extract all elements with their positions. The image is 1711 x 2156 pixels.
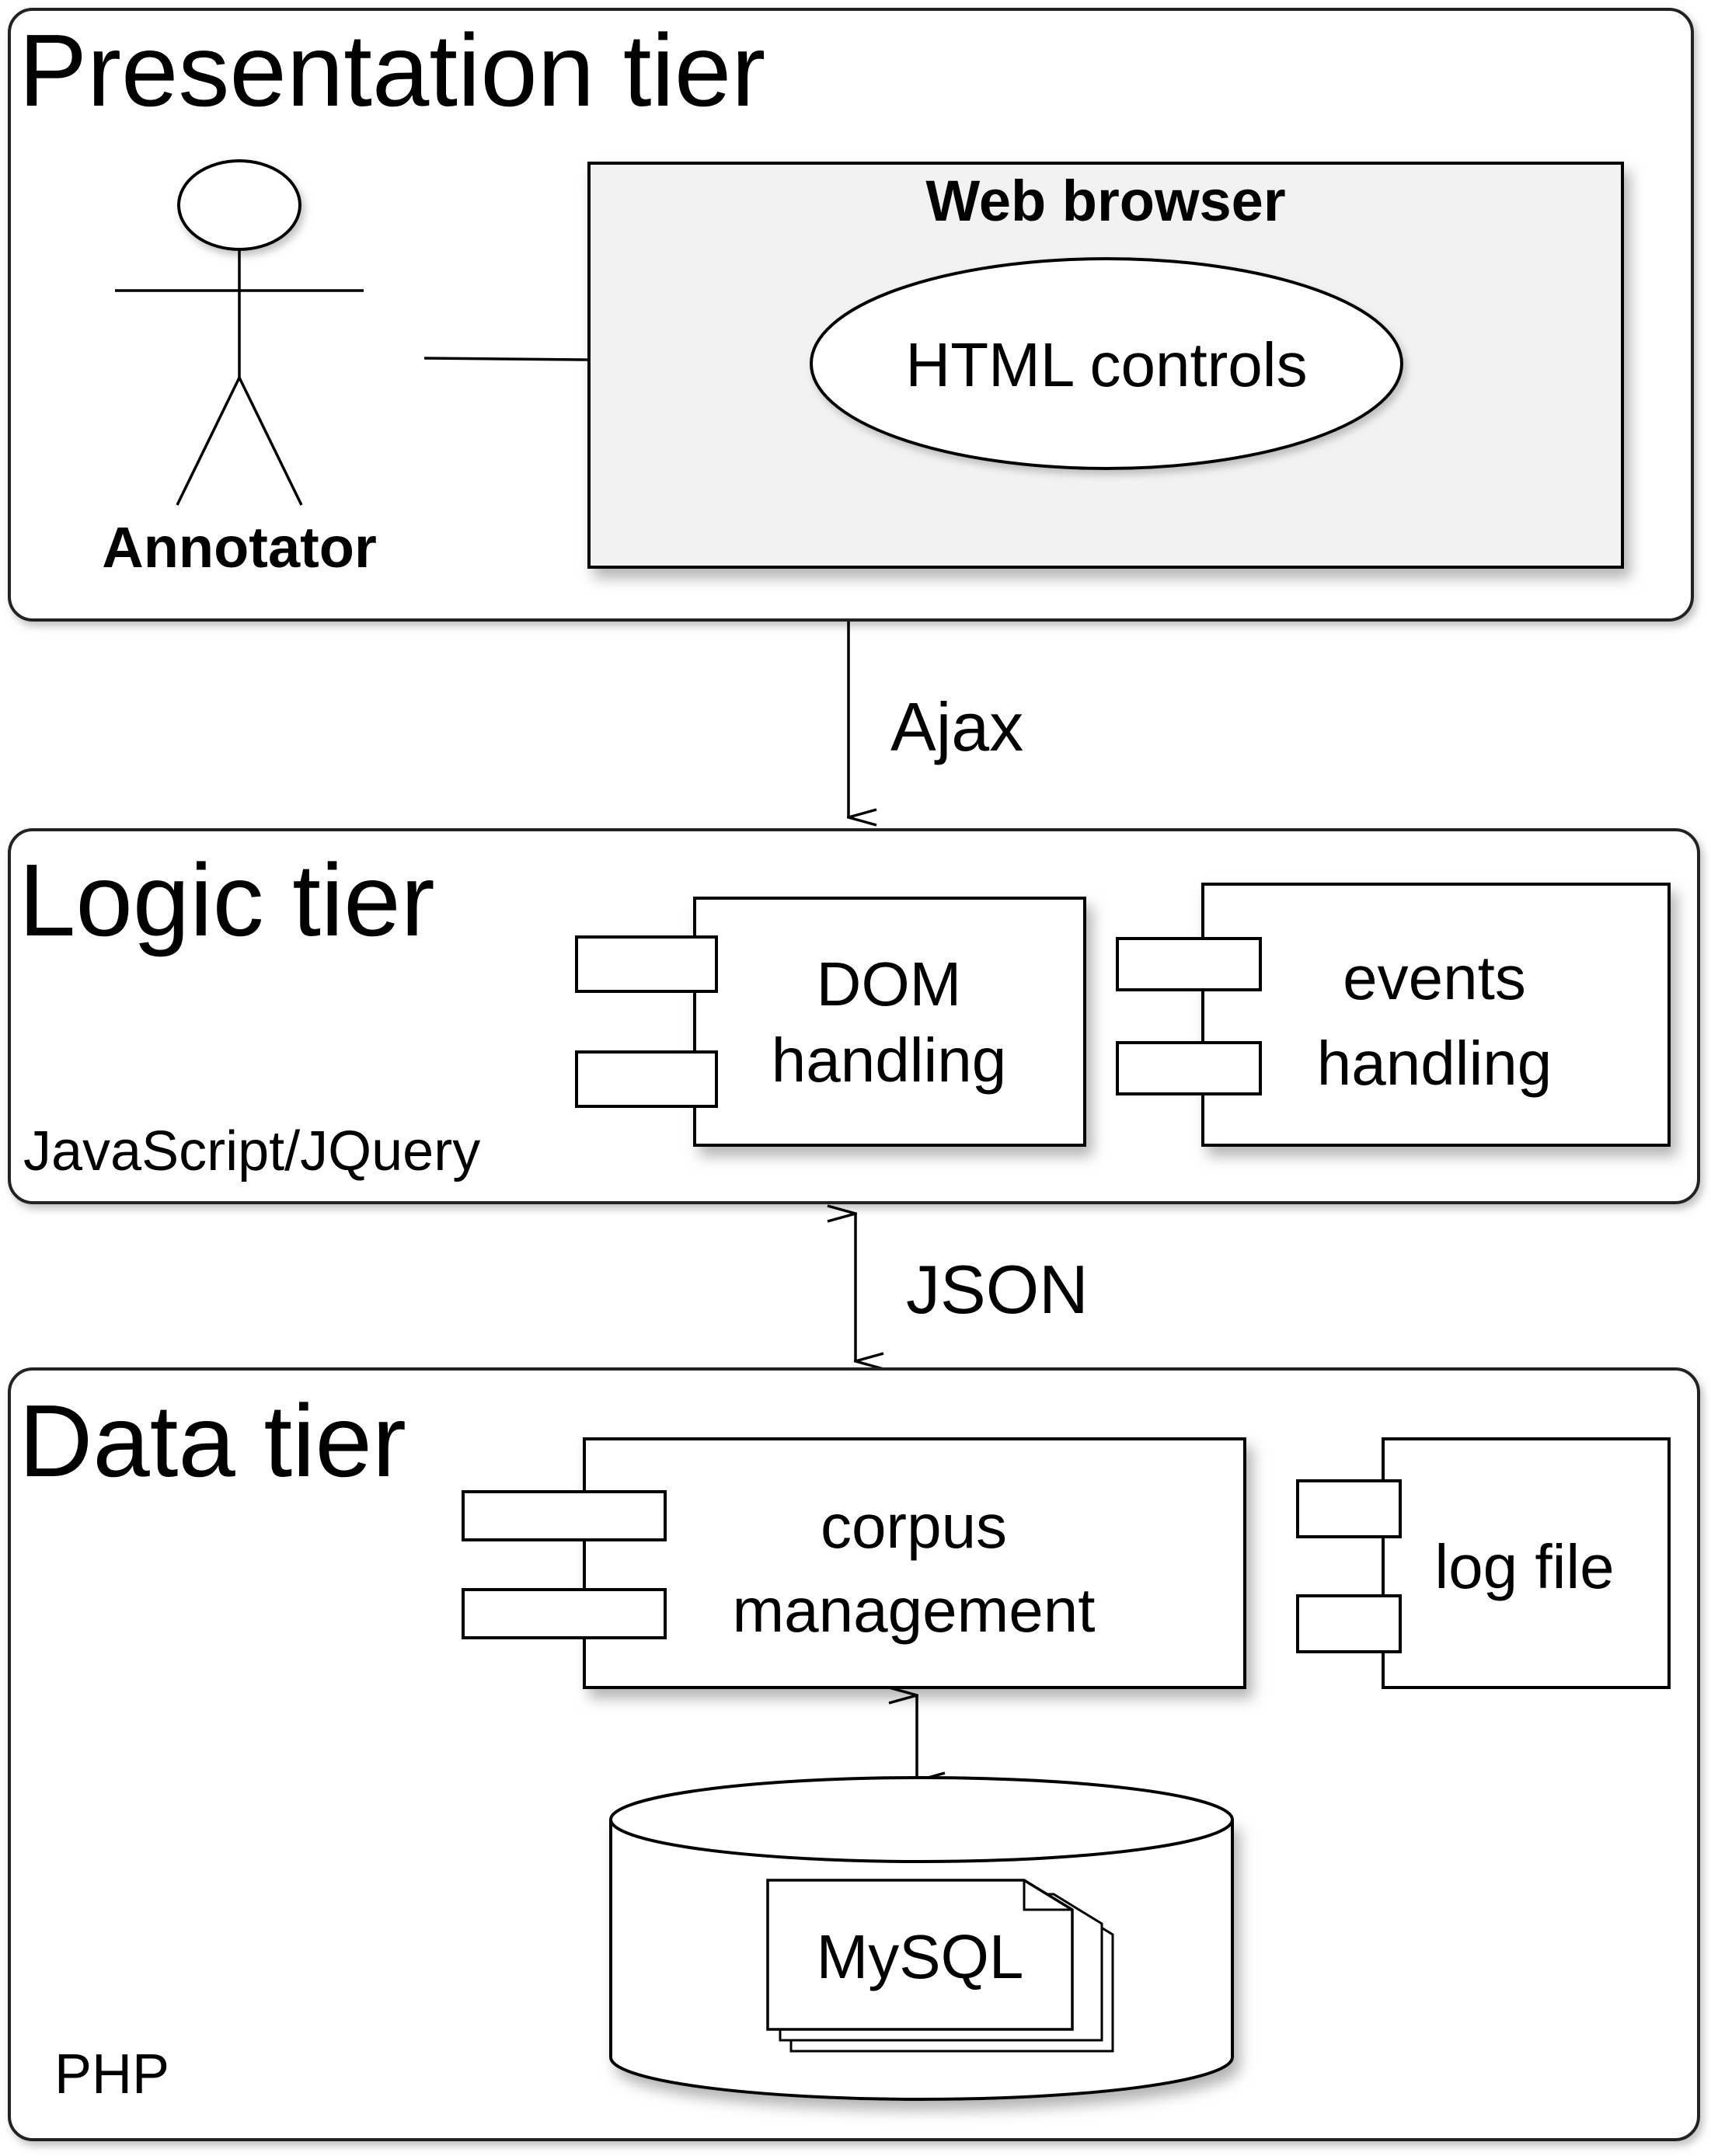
dom-handling-port-bottom <box>575 1050 718 1108</box>
dom-handling-port-top <box>575 935 718 993</box>
events-handling-box <box>1201 883 1671 1147</box>
corpus-management-box <box>583 1437 1246 1689</box>
log-file-label: log file <box>1434 1532 1614 1601</box>
web-browser-label: Web browser <box>925 169 1285 233</box>
events-handling-port-bottom <box>1116 1041 1262 1095</box>
dom-handling-component: DOM handling <box>575 897 1086 1147</box>
json-connector: JSON <box>856 1214 1089 1361</box>
corpus-management-port-top <box>462 1490 667 1541</box>
events-handling-component: events handling <box>1116 883 1671 1147</box>
json-label: JSON <box>906 1251 1089 1328</box>
corpus-management-label-line1: corpus <box>821 1492 1007 1561</box>
log-file-box <box>1382 1437 1671 1689</box>
mysql-label: MySQL <box>817 1922 1024 1991</box>
corpus-management-component: corpus management <box>462 1437 1246 1689</box>
ajax-label: Ajax <box>890 688 1023 765</box>
presentation-tier-title: Presentation tier <box>19 13 765 127</box>
mysql-document-stack: MySQL <box>766 1879 1114 2053</box>
corpus-management-label-line2: management <box>733 1576 1096 1645</box>
dom-handling-label-line1: DOM <box>817 949 962 1019</box>
mysql-database: MySQL <box>609 1776 1234 2101</box>
data-tech-label: PHP <box>54 2043 169 2105</box>
logic-tech-label: JavaScript/JQuery <box>23 1120 480 1182</box>
ajax-connector: Ajax <box>849 622 1023 817</box>
html-controls-label: HTML controls <box>905 330 1307 399</box>
actor-right-leg <box>238 377 303 506</box>
dom-handling-box <box>693 897 1086 1147</box>
events-handling-label-line2: handling <box>1317 1029 1552 1098</box>
logic-tier-title: Logic tier <box>19 843 435 957</box>
log-file-component: log file <box>1296 1437 1671 1689</box>
log-file-port-bottom <box>1296 1594 1402 1653</box>
database-cylinder-top <box>609 1776 1234 1863</box>
data-tier-title: Data tier <box>19 1384 406 1498</box>
actor-label: Annotator <box>102 515 377 580</box>
events-handling-port-top <box>1116 937 1262 991</box>
events-handling-label-line1: events <box>1343 943 1526 1012</box>
actor-left-leg <box>176 377 241 506</box>
html-controls-usecase <box>810 257 1403 470</box>
document-fold-corner <box>1023 1880 1072 1911</box>
annotator-actor: Annotator <box>102 159 377 580</box>
actor-head <box>177 159 301 251</box>
data-tier-frame <box>8 1367 1700 2141</box>
logic-tier: Logic tier JavaScript/JQuery DOM handlin… <box>8 828 1700 1204</box>
log-file-port-top <box>1296 1479 1402 1538</box>
web-browser-node: Web browser HTML controls <box>587 162 1624 569</box>
presentation-tier: Presentation tier Annotator Web browser … <box>8 8 1694 622</box>
corpus-management-port-bottom <box>462 1588 667 1639</box>
dom-handling-label-line2: handling <box>772 1026 1007 1095</box>
document-sheet-front <box>766 1879 1074 2031</box>
data-tier: Data tier PHP corpus management log file <box>8 1367 1700 2141</box>
